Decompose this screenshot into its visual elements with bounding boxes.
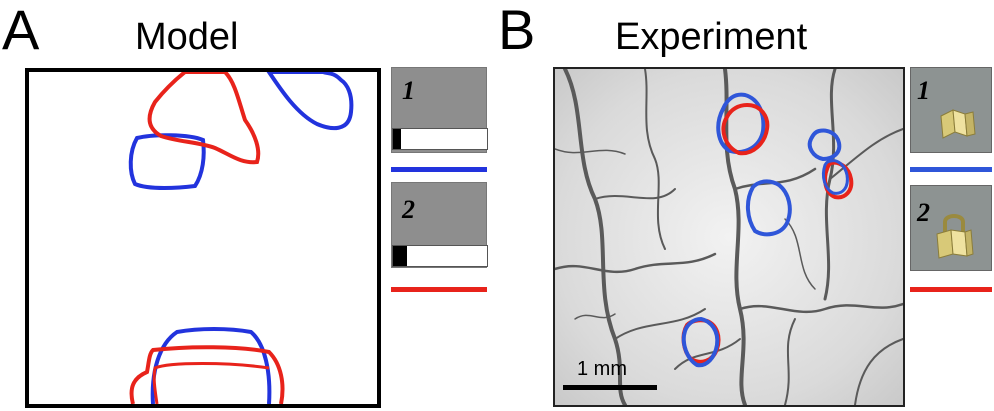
stimulus-level-bar-1 [392,128,488,150]
cortex-image: 1 mm [553,67,905,407]
cortex-vessels-and-contours [555,69,903,405]
panel-b-letter: B [498,0,536,61]
model-contours [128,72,354,404]
model-response-map [25,68,381,408]
stimulus-level-fill-2 [393,246,408,266]
experiment-legend-line-red [910,287,992,292]
model-stimulus-1: 1 [391,67,488,153]
stimulus-level-bar-2 [392,245,488,267]
red-contour-bottom-inner [152,362,270,404]
red-contour-bottom [129,345,285,404]
legend-line-blue [391,167,487,172]
panel-a-title: Model [135,16,239,58]
experiment-stimulus-2: 2 [910,185,992,271]
stimulus-number-2: 2 [402,195,415,224]
model-stimulus-2: 2 [391,182,488,268]
blood-vessels [555,69,903,405]
blue-contour-bottom [150,327,272,404]
stimulus-level-fill-1 [393,129,401,149]
scale-bar [563,385,657,390]
stimulus-number-1: 1 [402,76,415,105]
open-lock-icon [940,109,976,139]
experiment-stimulus-number-1: 1 [917,76,930,105]
closed-lock-icon [936,214,974,259]
legend-line-red [391,287,487,292]
panel-b-title: Experiment [615,16,808,58]
blue-contour-left [128,133,206,190]
activation-contours [681,92,854,368]
scale-bar-label: 1 mm [577,358,627,380]
red-contour-top [147,72,261,165]
experiment-stimulus-1: 1 [910,67,992,153]
panel-a-letter: A [2,0,40,61]
blue-contour-top-right [266,72,354,131]
experiment-legend-line-blue [910,167,992,172]
experiment-stimulus-number-2: 2 [917,198,930,227]
